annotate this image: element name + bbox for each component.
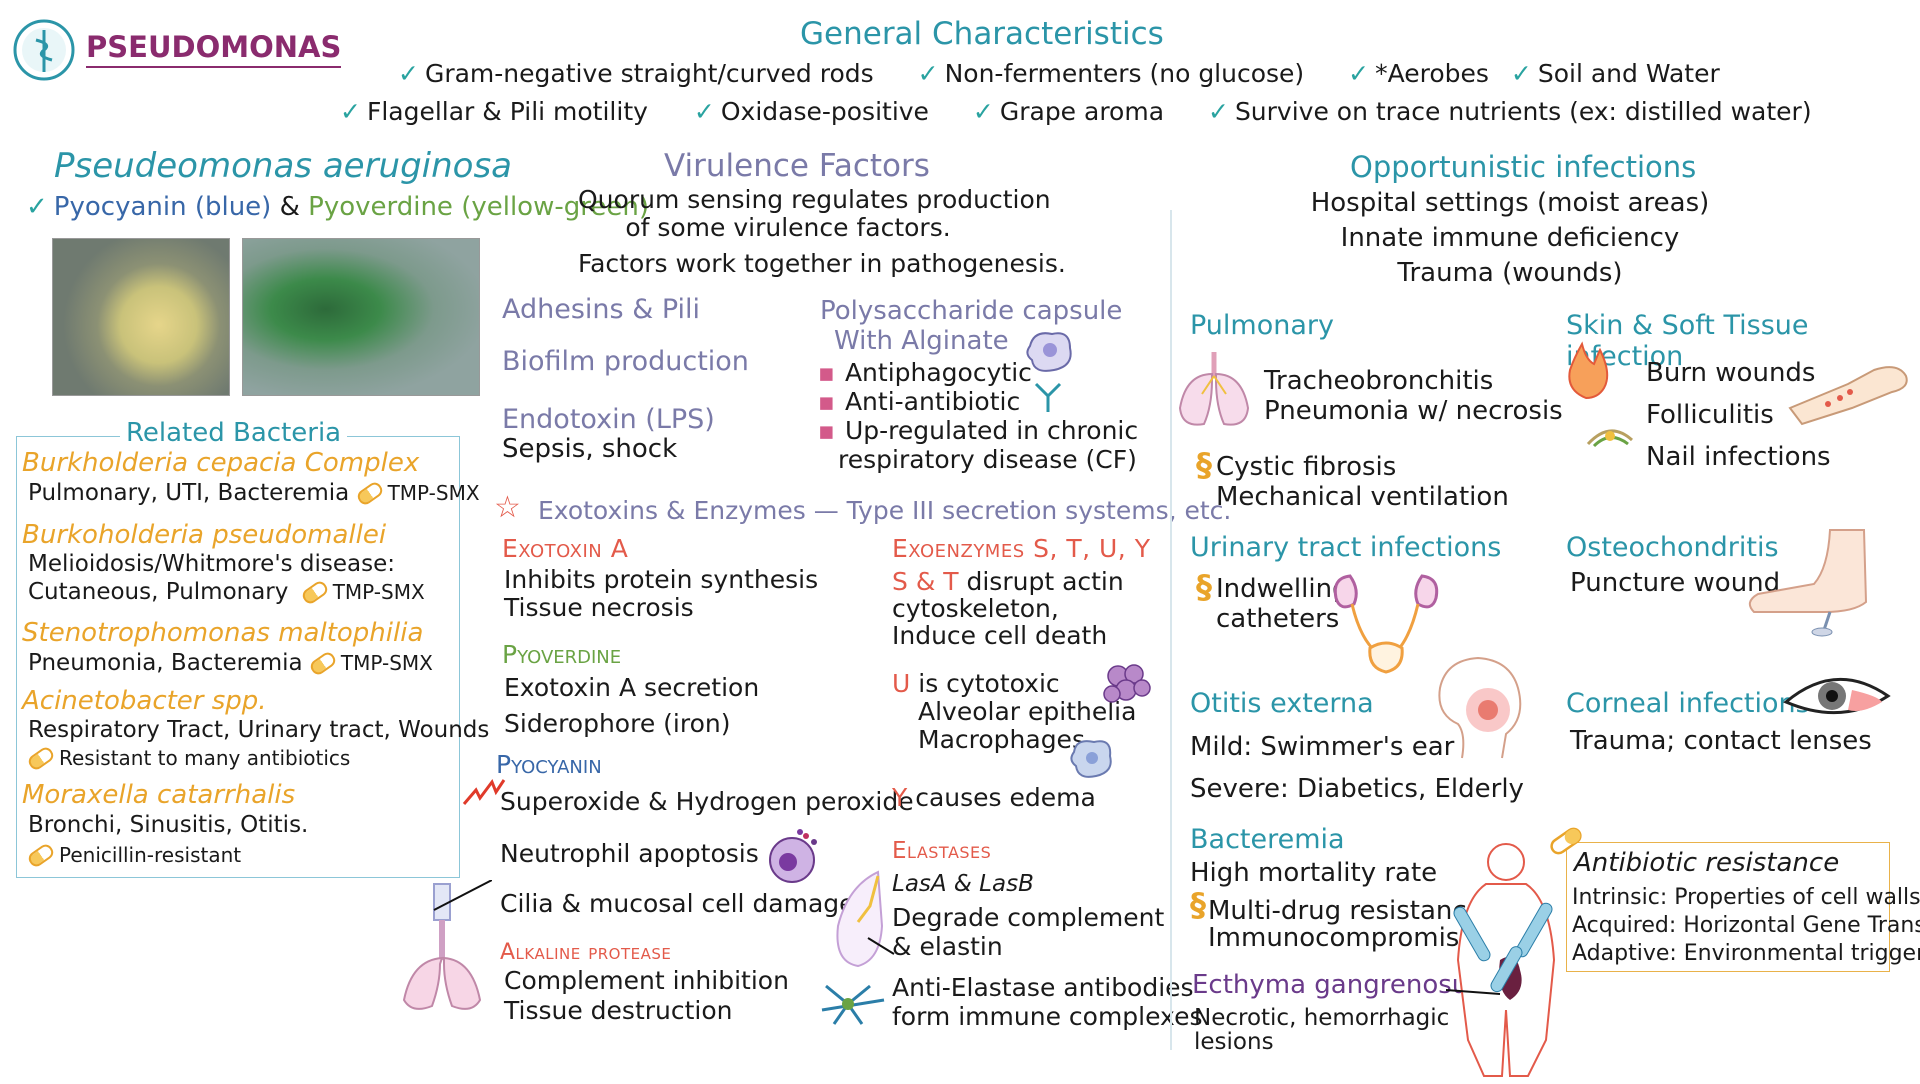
opportunistic-intro: Hospital settings (moist areas) Innate i… (1310, 188, 1710, 288)
pill-icon (1546, 826, 1586, 860)
exoenzymes-label: Exoenzymes S, T, U, Y (892, 534, 1151, 563)
otitis-lines: Mild: Swimmer's ear Severe: Diabetics, E… (1190, 732, 1524, 804)
foot-icon (1744, 528, 1874, 642)
eye-icon (1782, 666, 1892, 728)
pyoverdine-text: Exotoxin A secretion Siderophore (iron) (504, 673, 760, 738)
pulmonary-title: Pulmonary (1190, 310, 1334, 341)
flame-icon (1564, 340, 1610, 404)
skin-lines: Burn wounds Folliculitis Nail infections (1646, 358, 1831, 472)
pill-icon (26, 744, 56, 773)
ecthyma-title: Ecthyma gangrenosum (1192, 970, 1494, 1000)
related-item-name: Acinetobacter spp. (22, 686, 267, 716)
pulmonary-risk-lines: Cystic fibrosis Mechanical ventilation (1216, 452, 1509, 512)
virulence-intro: Quorum sensing regulates production of s… (578, 185, 1066, 278)
lungs-icon (1174, 350, 1258, 436)
lung-icon (828, 866, 898, 980)
exotoxin-a-label: Exotoxin A (502, 534, 629, 563)
pyoverdine-label: Pyoverdine (502, 640, 622, 669)
exotoxin-a-text: Inhibits protein synthesis Tissue necros… (504, 565, 819, 622)
uti-lines: Indwelling catheters (1216, 574, 1349, 634)
alkaline-label: Alkaline protease (500, 940, 672, 965)
antibiotic-title: Antibiotic resistance (1574, 848, 1840, 878)
antibiotic-lines: Intrinsic: Properties of cell walls Acqu… (1572, 885, 1920, 966)
related-item-name: Burkoholderia pseudomallei (22, 520, 387, 550)
logo-icon (12, 18, 76, 82)
related-item-desc: Pneumonia, Bacteremia TMP-SMX (28, 649, 433, 678)
ecthyma-lines: Necrotic, hemorrhagic lesions (1194, 1005, 1450, 1055)
aeruginosa-title: Pseudeomonas aeruginosa (54, 146, 513, 186)
pill-icon (307, 649, 338, 678)
alkaline-text: Complement inhibition Tissue destruction (504, 966, 789, 1025)
immune-complex-icon (818, 976, 888, 1036)
bracket-icon: § (1190, 886, 1206, 924)
related-item-desc: Bronchi, Sinusitis, Otitis. Penicillin-r… (26, 810, 308, 870)
related-item-name: Moraxella catarrhalis (22, 780, 296, 810)
related-item-name: Burkholderia cepacia Complex (22, 448, 420, 478)
bracket-icon: § (1196, 568, 1212, 606)
lightning-icon (462, 778, 506, 812)
pyocyanin-label: Pyocyanin (496, 750, 602, 779)
pyocyanin-line-1: Superoxide & Hydrogen peroxide (500, 787, 914, 816)
kidneys-icon (1330, 568, 1440, 684)
osteo-line: Puncture wound (1570, 568, 1781, 598)
corneal-line: Trauma; contact lenses (1570, 726, 1872, 756)
elastase-text: LasA & LasB Degrade complement & elastin… (892, 871, 1203, 1031)
pyocyanin-line-2: Neutrophil apoptosis (500, 839, 759, 868)
related-item-desc: Melioidosis/Whitmore's disease: Cutaneou… (28, 551, 425, 607)
characteristics-row-2: ✓Flagellar & Pili motility ✓Oxidase-posi… (340, 97, 1812, 126)
opportunistic-title: Opportunistic infections (1350, 150, 1697, 184)
sepsis-text: Sepsis, shock (502, 434, 678, 464)
hand-icon (1788, 358, 1912, 432)
related-title: Related Bacteria (120, 418, 348, 448)
related-item-desc: Pulmonary, UTI, Bacteremia TMP-SMX (28, 479, 480, 508)
macrophage-icon (1068, 734, 1116, 784)
antibiotic-box (1566, 842, 1890, 972)
corneal-title: Corneal infections (1566, 688, 1810, 719)
bracket-icon: § (1196, 446, 1212, 484)
related-item-name: Stenotrophomonas maltophilia (22, 618, 424, 648)
head-ear-icon (1432, 654, 1532, 766)
antibody-icon (1030, 378, 1066, 418)
st-text: S & T disrupt actin cytoskeleton, Induce… (892, 567, 1124, 650)
page-title: PSEUDOMONAS (86, 30, 342, 68)
otitis-title: Otitis externa (1190, 688, 1374, 719)
u-text: U is cytotoxic Alveolar epithelia Macrop… (892, 669, 1137, 754)
respiratory-tract-icon (392, 879, 493, 1024)
biofilm-label: Biofilm production (502, 346, 749, 377)
pill-icon (354, 479, 385, 508)
alveoli-icon (1098, 656, 1154, 716)
endotoxin-label: Endotoxin (LPS) (502, 404, 715, 435)
bacteremia-line-1: High mortality rate (1190, 858, 1438, 888)
body-icon (1445, 840, 1566, 1084)
exotoxins-title: Exotoxins & Enzymes — Type III secretion… (538, 496, 1232, 525)
virulence-title: Virulence Factors (664, 148, 930, 184)
capsule-label: Polysaccharide capsule With Alginate (820, 296, 1123, 356)
capsule-list: ▪Antiphagocytic ▪Anti-antibiotic ▪Up-reg… (818, 358, 1139, 474)
macrophage-icon (1024, 326, 1076, 380)
characteristics-row-1: ✓Gram-negative straight/curved rods ✓Non… (398, 59, 1720, 88)
hair-follicle-icon (1584, 410, 1636, 458)
colony-image-2 (242, 238, 480, 396)
pigments-line: ✓Pyocyanin (blue) & Pyoverdine (yellow-g… (26, 192, 649, 222)
pyocyanin-line-3: Cilia & mucosal cell damage (500, 889, 855, 918)
pulmonary-lines: Tracheobronchitis Pneumonia w/ necrosis (1264, 366, 1563, 426)
elastases-label: Elastases (892, 838, 992, 864)
osteo-title: Osteochondritis (1566, 532, 1779, 563)
general-title: General Characteristics (800, 16, 1164, 52)
uti-title: Urinary tract infections (1190, 532, 1502, 563)
adhesins-label: Adhesins & Pili (502, 294, 701, 325)
colony-image-1 (52, 238, 230, 396)
star-icon: ☆ (494, 490, 521, 525)
neutrophil-icon (764, 826, 824, 890)
pill-icon (26, 841, 56, 870)
bacteremia-title: Bacteremia (1190, 824, 1345, 855)
bacteremia-lines: Multi-drug resistance; Immunocompromised… (1208, 896, 1501, 953)
column-divider (1170, 210, 1172, 1050)
y-text: Y causes edema (892, 783, 1096, 812)
pill-icon (299, 578, 330, 607)
related-item-desc: Respiratory Tract, Urinary tract, Wounds… (26, 716, 489, 773)
